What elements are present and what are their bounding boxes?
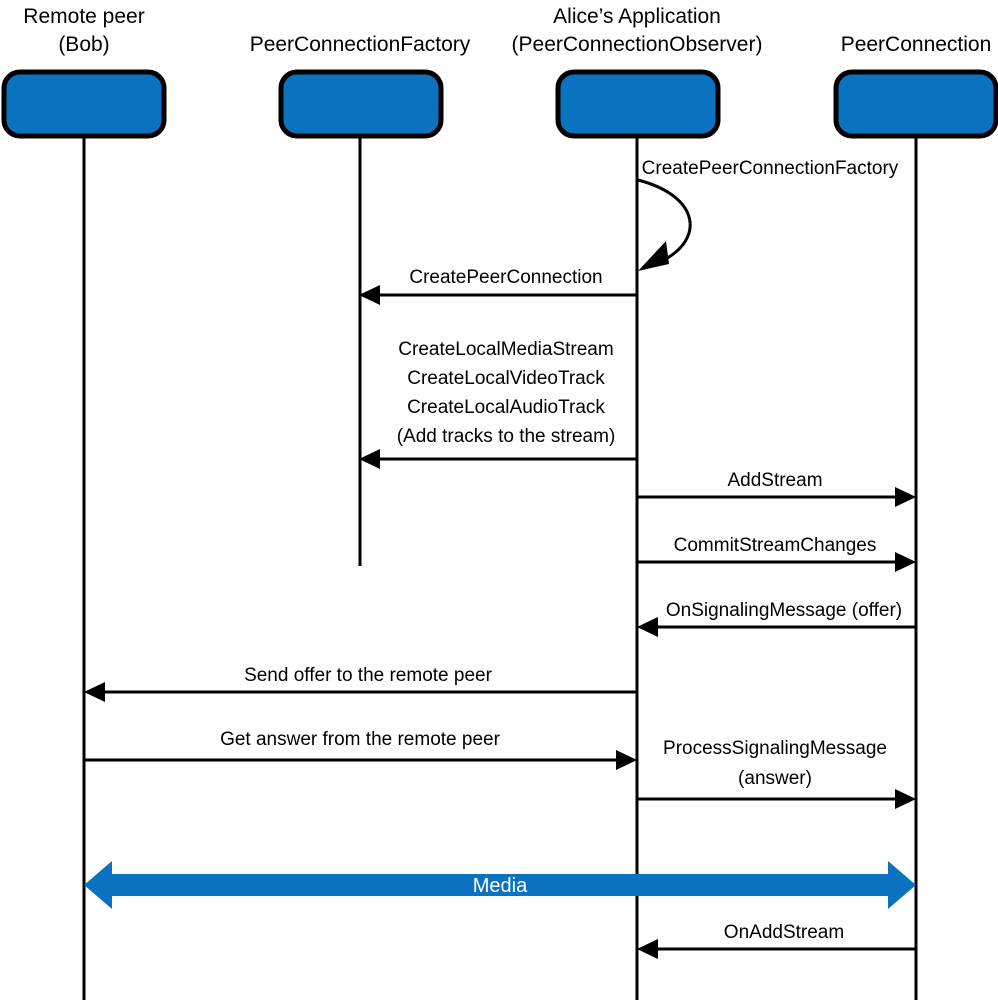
message-label-create-peer-connection: CreatePeerConnection: [409, 267, 602, 288]
arrowhead-create-peer-connection-factory: [638, 241, 669, 271]
actor-box-remote-peer[interactable]: [1, 69, 167, 139]
message-get-answer-from-remote-peer[interactable]: Get answer from the remote peer: [84, 729, 637, 770]
message-label-add-stream: AddStream: [727, 470, 822, 491]
actor-label-peerconnectionfactory: PeerConnectionFactory: [250, 33, 471, 56]
message-process-signaling-message-answer[interactable]: ProcessSignalingMessage (answer): [637, 738, 916, 809]
message-create-peer-connection-factory[interactable]: CreatePeerConnectionFactory: [637, 158, 899, 271]
message-create-peer-connection[interactable]: CreatePeerConnection: [359, 267, 637, 305]
arrowhead-on-signaling-message-offer: [637, 617, 658, 637]
message-label-process-signaling-message: ProcessSignalingMessage: [663, 738, 887, 759]
media-bidirectional-arrow: [84, 861, 916, 909]
actor-box-peerconnection[interactable]: [833, 69, 998, 139]
arrowhead-get-answer-from-remote-peer: [616, 750, 637, 770]
arrowhead-create-local-media: [359, 449, 380, 469]
actor-label-remote-peer-line1: Remote peer: [23, 5, 144, 28]
message-create-local-media[interactable]: CreateLocalMediaStream CreateLocalVideoT…: [359, 339, 637, 469]
message-add-stream[interactable]: AddStream: [637, 470, 916, 507]
actor-label-alices-application-line2: (PeerConnectionObserver): [512, 33, 763, 56]
message-commit-stream-changes[interactable]: CommitStreamChanges: [637, 535, 916, 572]
actor-box-peerconnectionfactory[interactable]: [278, 69, 444, 139]
actor-boxes: [1, 69, 998, 139]
message-label-on-add-stream: OnAddStream: [724, 922, 844, 943]
actor-box-alices-application[interactable]: [555, 69, 721, 139]
message-label-create-peer-connection-factory: CreatePeerConnectionFactory: [642, 158, 899, 179]
actor-label-remote-peer-line2: (Bob): [58, 33, 109, 56]
arrowhead-commit-stream-changes: [895, 552, 916, 572]
message-label-commit-stream-changes: CommitStreamChanges: [674, 535, 877, 556]
message-label-answer: (answer): [738, 768, 812, 789]
actor-headers: Remote peer (Bob) PeerConnectionFactory …: [23, 5, 991, 56]
message-label-create-local-audio-track: CreateLocalAudioTrack: [407, 397, 605, 418]
message-label-send-offer-to-the-remote-peer: Send offer to the remote peer: [244, 665, 493, 686]
arrowhead-on-add-stream: [637, 939, 658, 959]
message-on-signaling-message-offer[interactable]: OnSignalingMessage (offer): [637, 600, 916, 637]
message-label-on-signaling-message-offer: OnSignalingMessage (offer): [666, 600, 902, 621]
message-label-create-local-media-stream: CreateLocalMediaStream: [398, 339, 613, 360]
actor-label-alices-application-line1: Alice’s Application: [553, 5, 721, 28]
message-label-add-tracks-to-the-stream: (Add tracks to the stream): [397, 426, 616, 447]
arrowhead-send-offer-to-remote-peer: [84, 682, 105, 702]
message-label-create-local-video-track: CreateLocalVideoTrack: [407, 368, 605, 389]
actor-label-peerconnection: PeerConnection: [841, 33, 992, 56]
message-label-media: Media: [473, 875, 528, 897]
message-on-add-stream[interactable]: OnAddStream: [637, 922, 916, 959]
self-loop-path-create-peer-connection-factory: [637, 178, 692, 264]
arrowhead-process-signaling-message-answer: [895, 789, 916, 809]
lifelines: [82, 135, 918, 1000]
message-media[interactable]: Media: [84, 861, 916, 909]
arrowhead-add-stream: [895, 487, 916, 507]
arrowhead-create-peer-connection: [359, 285, 380, 305]
message-label-get-answer-from-the-remote-peer: Get answer from the remote peer: [220, 729, 501, 750]
message-send-offer-to-remote-peer[interactable]: Send offer to the remote peer: [84, 665, 637, 702]
